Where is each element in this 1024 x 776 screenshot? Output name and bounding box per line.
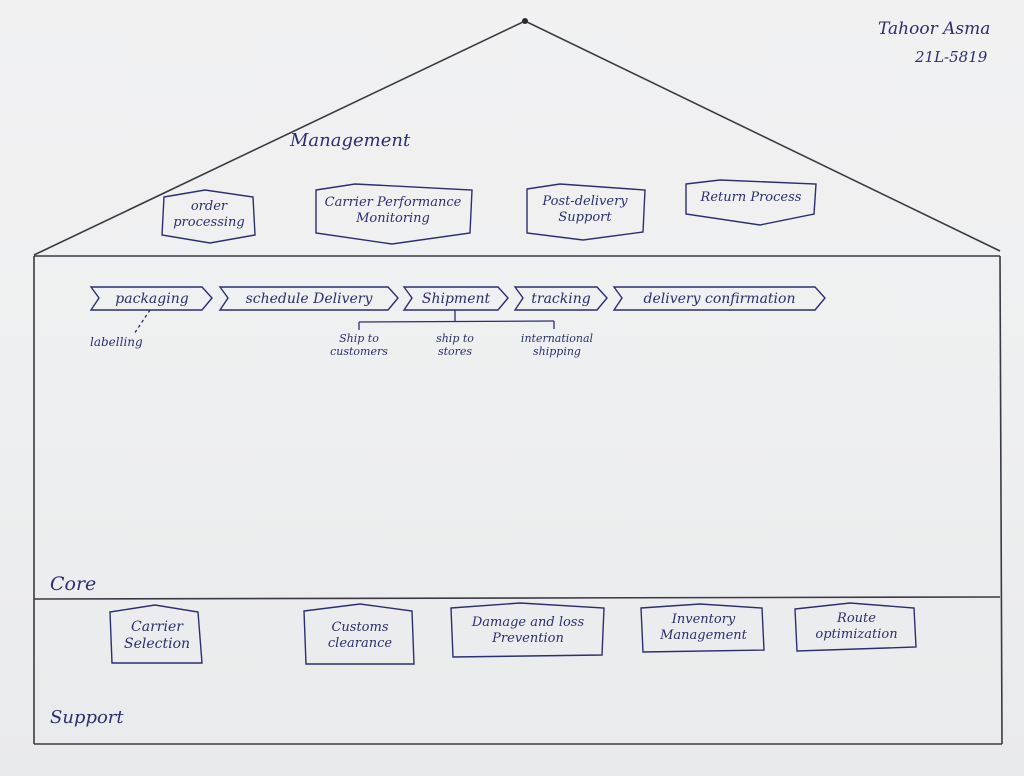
flow-shipment: Shipment xyxy=(421,290,491,307)
support-damage-loss-prevention: Damage and loss Prevention xyxy=(471,614,585,646)
mgmt-box-shape xyxy=(315,183,473,245)
support-box-shape xyxy=(450,602,605,658)
mgmt-order-processing: order processing xyxy=(173,198,245,230)
mgmt-carrier-performance: Carrier Performance Monitoring xyxy=(324,194,462,226)
support-inventory-management: Inventory Management xyxy=(660,611,747,643)
flow-delivery-confirmation: delivery confirmation xyxy=(643,290,796,307)
support-carrier-selection: Carrier Selection xyxy=(123,618,191,653)
support-box-shape xyxy=(109,604,203,664)
author-id: 21L-5819 xyxy=(915,48,988,66)
section-core: Core xyxy=(50,573,97,595)
sub-ship-to-stores: ship to stores xyxy=(436,332,474,358)
chevron-shape xyxy=(89,286,213,311)
chevron-shape xyxy=(612,286,826,311)
sub-labelling: labelling xyxy=(90,335,143,349)
sub-ship-to-customers: Ship to customers xyxy=(330,332,388,358)
chevron-shape xyxy=(218,286,399,311)
chevron-shape xyxy=(402,286,509,311)
support-route-optimization: Route optimization xyxy=(815,610,898,642)
mgmt-post-delivery: Post-delivery Support xyxy=(542,193,628,225)
chevron-shape xyxy=(513,286,608,311)
flow-schedule-delivery: schedule Delivery xyxy=(245,290,373,307)
mgmt-box-shape xyxy=(161,189,256,244)
support-box-shape xyxy=(640,603,765,653)
section-support: Support xyxy=(50,707,124,728)
support-customs-clearance: Customs clearance xyxy=(327,619,393,651)
mgmt-box-shape xyxy=(526,183,646,241)
mgmt-box-shape xyxy=(685,179,817,226)
section-management: Management xyxy=(290,130,411,151)
mgmt-return-process: Return Process xyxy=(700,189,802,205)
support-box-shape xyxy=(303,603,415,665)
support-box-shape xyxy=(794,602,917,652)
author-name: Tahoor Asma xyxy=(878,19,991,39)
sub-international-shipping: international shipping xyxy=(520,332,594,358)
flow-packaging: packaging xyxy=(115,290,189,307)
flow-tracking: tracking xyxy=(531,290,591,307)
